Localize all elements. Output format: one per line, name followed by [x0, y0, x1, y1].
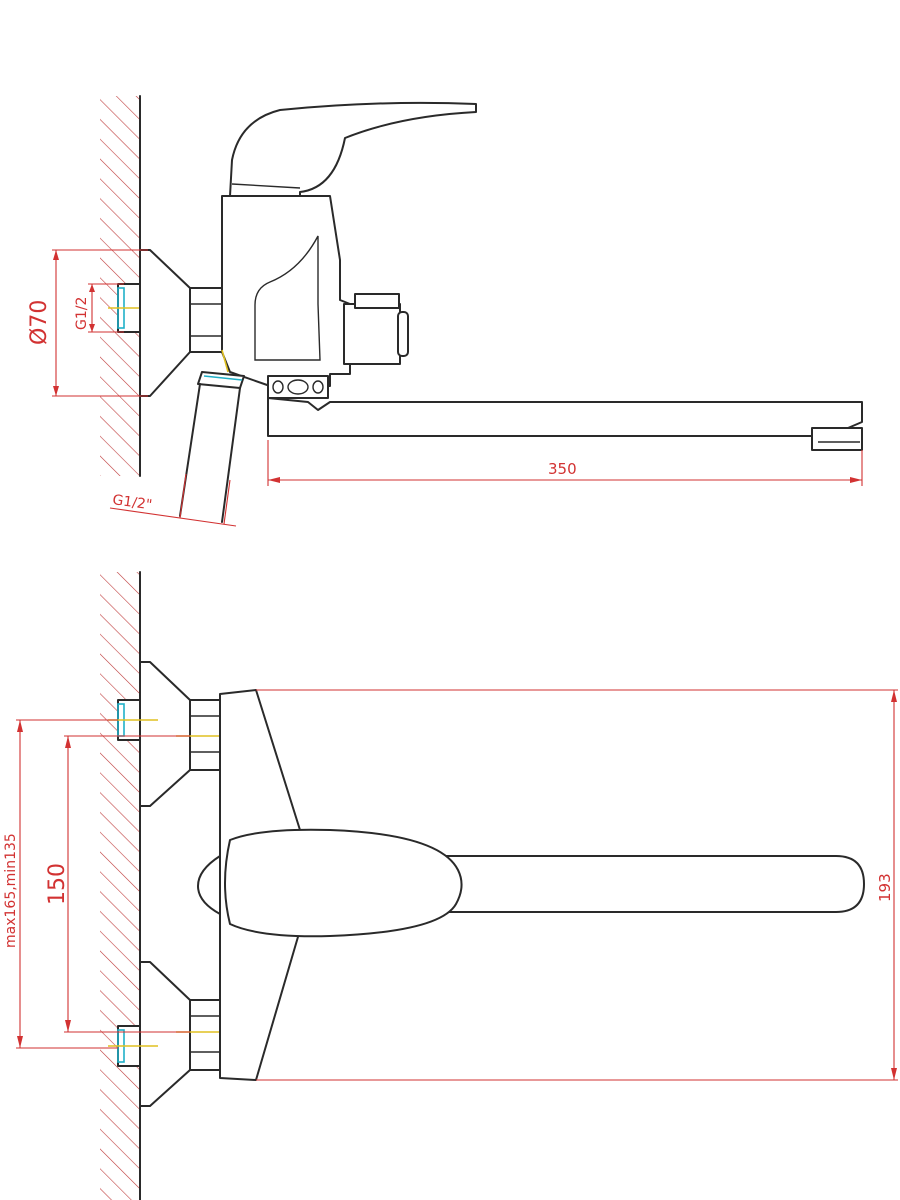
dim-center-distance-label: 150 — [45, 863, 70, 905]
lever-handle-side[interactable] — [229, 101, 477, 197]
dim-center-distance: 150 — [45, 735, 190, 1033]
dim-spout-length: 350 — [267, 440, 863, 486]
spout-nut-side — [267, 375, 329, 399]
lever-handle-plan[interactable] — [224, 828, 463, 938]
dim-inlet-thread-label: G1/2 — [74, 297, 90, 330]
inlet-upper — [108, 661, 240, 807]
dim-overall-height: 193 — [256, 689, 898, 1081]
diverter-knob-side[interactable] — [343, 293, 409, 365]
dim-center-range: max165,min135 — [3, 719, 118, 1049]
plan-view: 150 max165,min135 193 — [3, 571, 898, 1200]
hose-connector — [179, 349, 245, 523]
spout-side — [267, 397, 863, 437]
dim-inlet-thread: G1/2 — [74, 283, 124, 333]
wall-hatching-bottom — [100, 572, 140, 1200]
dim-hose-thread: G1/2" — [109, 473, 237, 527]
dim-flange-diameter: Ø70 — [27, 249, 148, 397]
dim-overall-height-label: 193 — [876, 873, 894, 902]
hex-nut-side — [189, 287, 223, 353]
spout-plan — [439, 855, 865, 913]
flange-side — [139, 249, 191, 397]
dim-flange-diameter-label: Ø70 — [27, 300, 52, 345]
dim-center-range-label: max165,min135 — [3, 833, 19, 948]
valve-body-side — [221, 195, 351, 387]
dim-hose-thread-label: G1/2" — [111, 492, 153, 513]
aerator-side — [811, 427, 863, 451]
dim-spout-length-label: 350 — [548, 460, 577, 478]
body-recess-side — [254, 235, 321, 361]
side-view: Ø70 G1/2 G1/2" 350 — [27, 95, 863, 527]
body-left-bump — [197, 855, 221, 915]
